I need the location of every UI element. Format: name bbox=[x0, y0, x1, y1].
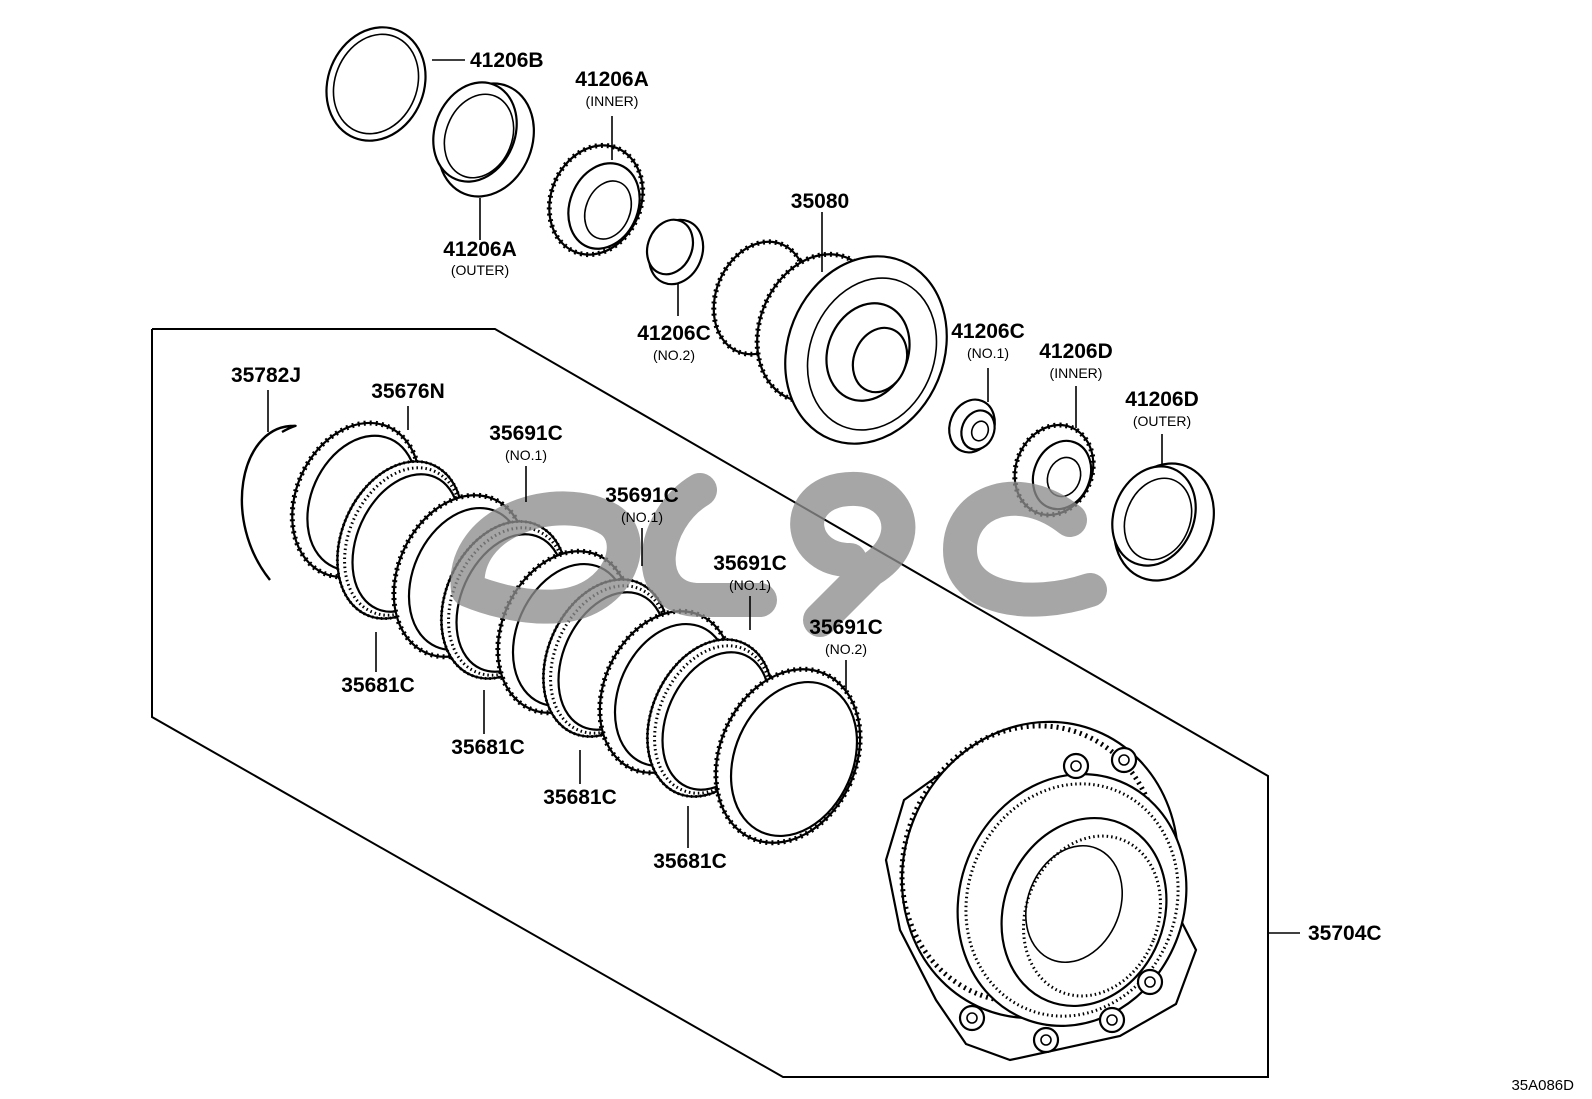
callout-35691c-a[interactable]: 35691C (NO.1) bbox=[489, 422, 563, 463]
svg-text:41206D: 41206D bbox=[1125, 388, 1199, 411]
svg-text:35681C: 35681C bbox=[341, 674, 415, 697]
svg-text:(NO.2): (NO.2) bbox=[653, 347, 695, 363]
svg-text:35681C: 35681C bbox=[543, 786, 617, 809]
svg-text:35704C: 35704C bbox=[1308, 922, 1382, 945]
callout-41206b[interactable]: 41206B bbox=[470, 49, 544, 72]
part-41206b-snap-ring[interactable] bbox=[310, 12, 442, 156]
diagram-code: 35A086D bbox=[1511, 1077, 1574, 1094]
svg-text:(NO.1): (NO.1) bbox=[505, 447, 547, 463]
callout-35080[interactable]: 35080 bbox=[791, 190, 849, 213]
svg-text:35691C: 35691C bbox=[489, 422, 563, 445]
svg-text:(OUTER): (OUTER) bbox=[1133, 413, 1191, 429]
part-41206c-no1-collar[interactable] bbox=[941, 393, 1002, 460]
part-35080-gear-shaft[interactable] bbox=[697, 228, 974, 468]
callout-35681c-a[interactable]: 35681C bbox=[341, 674, 415, 697]
part-35704c-clutch-drum[interactable] bbox=[858, 680, 1224, 1062]
svg-text:41206B: 41206B bbox=[470, 49, 544, 72]
svg-text:(NO.1): (NO.1) bbox=[621, 509, 663, 525]
svg-text:(OUTER): (OUTER) bbox=[451, 262, 509, 278]
svg-text:35691C: 35691C bbox=[809, 616, 883, 639]
callout-35681c-b[interactable]: 35681C bbox=[451, 736, 525, 759]
part-41206a-outer-race[interactable] bbox=[419, 69, 551, 211]
callout-35676n[interactable]: 35676N bbox=[371, 380, 445, 403]
svg-text:(INNER): (INNER) bbox=[586, 93, 639, 109]
svg-text:41206A: 41206A bbox=[575, 68, 649, 91]
svg-text:41206A: 41206A bbox=[443, 238, 517, 261]
svg-text:35681C: 35681C bbox=[653, 850, 727, 873]
part-35691c-plate-4-teeth bbox=[713, 666, 863, 846]
callout-35681c-d[interactable]: 35681C bbox=[653, 850, 727, 873]
svg-text:(INNER): (INNER) bbox=[1050, 365, 1103, 381]
svg-text:35681C: 35681C bbox=[451, 736, 525, 759]
svg-text:35691C: 35691C bbox=[713, 552, 787, 575]
callout-41206d-outer[interactable]: 41206D (OUTER) bbox=[1125, 388, 1199, 429]
leader-lines bbox=[267, 59, 1300, 934]
svg-text:(NO.1): (NO.1) bbox=[967, 345, 1009, 361]
part-35691c-plate-4[interactable] bbox=[689, 646, 886, 866]
callout-35691c-c[interactable]: 35691C (NO.1) bbox=[713, 552, 787, 593]
svg-text:35080: 35080 bbox=[791, 190, 849, 213]
watermark-logo bbox=[450, 471, 1107, 637]
svg-text:41206D: 41206D bbox=[1039, 340, 1113, 363]
callout-35704c[interactable]: 35704C bbox=[1308, 922, 1382, 945]
svg-text:(NO.1): (NO.1) bbox=[729, 577, 771, 593]
callout-41206d-inner[interactable]: 41206D (INNER) bbox=[1039, 340, 1113, 381]
callout-35691c-b[interactable]: 35691C (NO.1) bbox=[605, 484, 679, 525]
part-41206a-inner-bearing[interactable] bbox=[533, 131, 658, 269]
svg-text:(NO.2): (NO.2) bbox=[825, 641, 867, 657]
callout-35691c-d[interactable]: 35691C (NO.2) bbox=[809, 616, 883, 657]
svg-text:35782J: 35782J bbox=[231, 364, 301, 387]
svg-text:41206C: 41206C bbox=[637, 322, 711, 345]
callout-35681c-c[interactable]: 35681C bbox=[543, 786, 617, 809]
callout-35782j[interactable]: 35782J bbox=[231, 364, 301, 387]
part-41206d-outer-race[interactable] bbox=[1097, 448, 1231, 595]
assembly-group-frame bbox=[151, 328, 1269, 1078]
callout-41206a-inner[interactable]: 41206A (INNER) bbox=[575, 68, 649, 109]
svg-text:35691C: 35691C bbox=[605, 484, 679, 507]
part-41206c-no2-collar[interactable] bbox=[639, 212, 712, 293]
callout-41206a-outer[interactable]: 41206A (OUTER) bbox=[443, 238, 517, 278]
svg-text:35676N: 35676N bbox=[371, 380, 445, 403]
callout-41206c-no1[interactable]: 41206C (NO.1) bbox=[951, 320, 1025, 361]
svg-text:41206C: 41206C bbox=[951, 320, 1025, 343]
callout-41206c-no2[interactable]: 41206C (NO.2) bbox=[637, 322, 711, 363]
part-35691c-plate-4-inner-edge bbox=[729, 680, 859, 838]
part-35782j-snap-ring[interactable] bbox=[240, 424, 297, 581]
